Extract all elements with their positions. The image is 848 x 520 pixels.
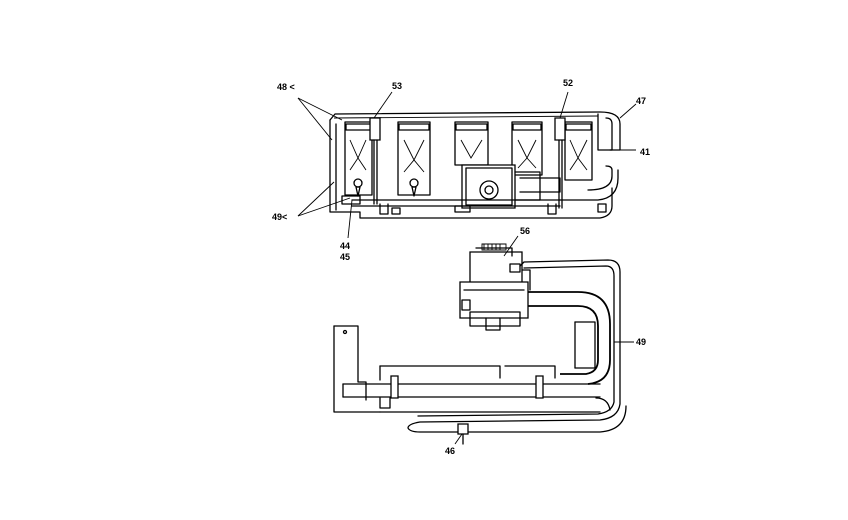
callout-44: 44: [340, 241, 351, 251]
callout-leaders-upper: [297, 91, 637, 239]
callout-56: 56: [520, 226, 531, 236]
gas-valve-block: [461, 164, 561, 209]
pilot-supply-tube: [379, 259, 627, 445]
callout-49-right: 49: [636, 337, 647, 347]
burner-tube-3: [454, 121, 489, 166]
burner-tube-2: [397, 121, 431, 197]
callout-48-number: 48: [277, 82, 288, 92]
callout-52: 52: [563, 78, 574, 88]
callout-49-left-arrow: <: [282, 212, 288, 222]
gas-control-valve: [459, 243, 531, 331]
pilot-tube-right: [554, 117, 566, 209]
callout-53: 53: [392, 81, 403, 91]
callout-41: 41: [640, 147, 651, 157]
callout-48: 48 <: [277, 82, 295, 92]
burner-tube-5: [564, 121, 593, 181]
pilot-tube-left: [369, 117, 381, 205]
burner-tube-4: [511, 121, 543, 176]
burner-tube-1: [344, 121, 373, 197]
lower-burner-assembly: [333, 243, 627, 445]
callout-45: 45: [340, 252, 351, 262]
callout-47: 47: [636, 96, 647, 106]
callout-leaders-lower: [454, 235, 634, 445]
callout-48-arrow: <: [287, 82, 295, 92]
supply-tube-u: [528, 291, 611, 385]
callout-49-left-number: 49: [272, 212, 283, 222]
burner-manifold-assembly: [329, 111, 621, 219]
callout-46: 46: [445, 446, 456, 456]
callout-49-left: 49<: [272, 212, 287, 222]
